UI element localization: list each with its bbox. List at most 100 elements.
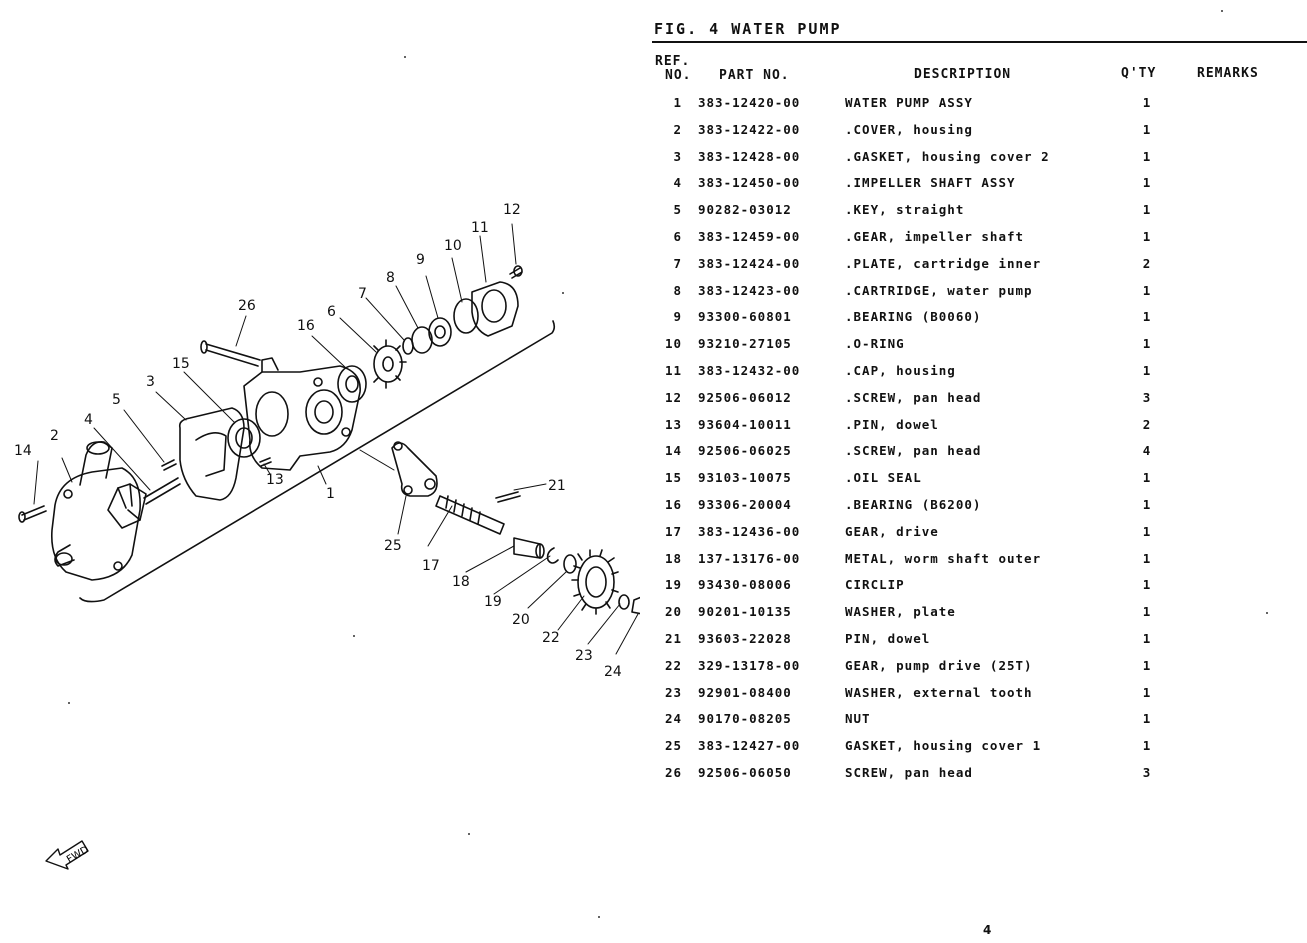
- ref-cell: 19: [664, 577, 682, 593]
- col-remarks-label: REMARKS: [1197, 66, 1259, 81]
- description-cell: .SCREW, pan head: [845, 443, 982, 459]
- qty-cell: 1: [1142, 229, 1152, 244]
- ref-cell: 23: [664, 684, 682, 700]
- qty-cell: 2: [1142, 416, 1152, 432]
- circlip-19-part: [546, 547, 559, 564]
- callout-8: 8: [386, 270, 395, 286]
- callout-15: 15: [172, 356, 190, 372]
- ref-cell: 1: [673, 95, 682, 110]
- ref-cell: 8: [673, 282, 682, 298]
- description-cell: PIN, dowel: [845, 631, 931, 646]
- qty-cell: 1: [1142, 95, 1152, 110]
- drive-gear-17-part: [435, 495, 505, 535]
- part-no-cell: 383-12424-00: [698, 255, 801, 271]
- ref-cell: 14: [664, 443, 682, 459]
- washer-23-part: [618, 594, 630, 610]
- ref-cell: 22: [664, 657, 682, 673]
- ref-cell: 17: [664, 523, 682, 539]
- qty-cell: 1: [1142, 148, 1152, 164]
- description-cell: WATER PUMP ASSY: [845, 95, 973, 110]
- ref-cell: 10: [664, 336, 682, 352]
- table-row: 6 383-12459-00 .GEAR, impeller shaft 1: [652, 230, 1307, 256]
- callout-12: 12: [503, 202, 521, 218]
- qty-cell: 3: [1142, 765, 1152, 780]
- description-cell: SCREW, pan head: [845, 765, 973, 780]
- description-cell: NUT: [845, 711, 871, 727]
- part-no-cell: 383-12436-00: [698, 523, 801, 539]
- gasket-25-part: [391, 442, 438, 497]
- ref-cell: 26: [664, 765, 682, 780]
- callout-2: 2: [50, 428, 59, 444]
- ref-cell: 13: [664, 416, 682, 432]
- part-no-cell: 90201-10135: [698, 604, 792, 620]
- callout-19: 19: [484, 594, 502, 610]
- part-no-cell: 383-12427-00: [698, 738, 801, 754]
- part-no-cell: 92901-08400: [698, 684, 792, 700]
- col-qty-label: Q'TY: [1121, 66, 1157, 81]
- callout-16: 16: [297, 318, 315, 334]
- col-part-no-label: PART NO.: [719, 68, 790, 83]
- callout-labels: 1234567891011121314151617181920212223242…: [14, 202, 622, 680]
- key-5-part: [161, 459, 177, 471]
- callout-26: 26: [238, 298, 256, 314]
- scan-speck: [404, 56, 406, 58]
- description-cell: .GEAR, impeller shaft: [845, 229, 1025, 244]
- scan-speck: [598, 916, 600, 918]
- part-no-cell: 90170-08205: [698, 711, 792, 727]
- part-no-cell: 383-12450-00: [698, 175, 801, 191]
- figure-title: FIG. 4 WATER PUMP: [654, 20, 842, 38]
- part-no-cell: 93430-08006: [698, 577, 792, 593]
- part-no-cell: 383-12432-00: [698, 363, 801, 378]
- description-cell: .BEARING (B0060): [845, 309, 982, 325]
- description-cell: WASHER, external tooth: [845, 684, 1033, 700]
- pump-drive-gear-22-part: [571, 549, 619, 615]
- ref-cell: 4: [673, 175, 682, 191]
- qty-cell: 1: [1142, 121, 1152, 137]
- ref-cell: 5: [673, 202, 682, 218]
- screw-14-part: [21, 505, 47, 521]
- col-ref-label-line1: REF.: [655, 54, 691, 69]
- scan-speck: [353, 635, 355, 637]
- cartridge-8-part: [411, 326, 433, 354]
- qty-cell: 1: [1142, 711, 1152, 727]
- callout-20: 20: [512, 612, 530, 628]
- qty-cell: 1: [1142, 336, 1152, 352]
- callout-18: 18: [452, 574, 470, 590]
- part-no-cell: 92506-06050: [698, 765, 792, 780]
- oil-seal-15-part: [227, 418, 261, 458]
- pin-13-part: [259, 457, 272, 467]
- description-cell: GEAR, pump drive (25T): [845, 657, 1033, 673]
- callout-25: 25: [384, 538, 402, 554]
- part-no-cell: 92506-06025: [698, 443, 792, 459]
- part-no-cell: 383-12422-00: [698, 121, 801, 137]
- col-description-label: DESCRIPTION: [914, 67, 1012, 82]
- part-no-cell: 93103-10075: [698, 470, 792, 486]
- callout-3: 3: [146, 374, 155, 390]
- part-no-cell: 93300-60801: [698, 309, 792, 325]
- scan-speck: [1221, 10, 1223, 12]
- pump-housing-part: [243, 357, 361, 471]
- part-no-cell: 383-12459-00: [698, 229, 801, 244]
- leader-lines: [33, 223, 639, 655]
- callout-7: 7: [358, 286, 367, 302]
- description-cell: GASKET, housing cover 1: [845, 738, 1042, 754]
- gear-6-part: [373, 339, 407, 389]
- callout-10: 10: [444, 238, 462, 254]
- qty-cell: 1: [1142, 175, 1152, 191]
- scan-speck: [68, 702, 70, 704]
- ref-cell: 6: [673, 229, 682, 244]
- qty-cell: 1: [1142, 497, 1152, 512]
- nut-24-part: [631, 596, 640, 615]
- scan-speck: [1266, 612, 1268, 614]
